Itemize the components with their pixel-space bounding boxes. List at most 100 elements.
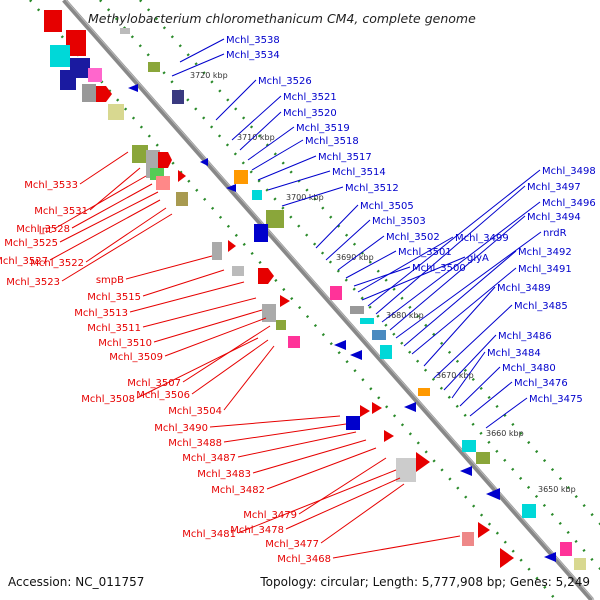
gene-label: Mchl_3523 <box>6 277 60 288</box>
gene-feature <box>262 304 276 322</box>
gene-feature <box>476 452 490 464</box>
gene-label: Mchl_3476 <box>514 378 568 389</box>
gene-label: Mchl_3531 <box>34 206 88 217</box>
gene-feature <box>172 90 184 104</box>
gene-label: smpB <box>96 275 124 286</box>
gene-label: Mchl_3518 <box>305 136 359 147</box>
gene-feature <box>88 68 102 82</box>
gene-feature <box>372 330 386 340</box>
gene-label: Mchl_3507 <box>127 378 181 389</box>
gene-label: Mchl_3519 <box>296 123 350 134</box>
gene-feature <box>280 295 290 307</box>
gene-label: Mchl_3468 <box>277 554 331 565</box>
label-leader-line <box>345 250 397 279</box>
label-leader-line <box>61 213 173 282</box>
label-leader-line <box>325 219 371 261</box>
gene-feature <box>60 70 76 90</box>
label-leader-line <box>485 397 528 429</box>
gene-feature <box>574 558 586 570</box>
label-leader-line <box>459 366 501 407</box>
gene-feature <box>44 10 62 32</box>
label-leader-line <box>164 317 267 357</box>
scale-label: 3650 kbp <box>538 485 576 494</box>
scale-label: 3710 kbp <box>237 133 275 142</box>
label-leader-line <box>129 281 245 313</box>
label-leader-line <box>381 201 541 323</box>
gene-label: Mchl_3514 <box>332 167 386 178</box>
label-leader-line <box>285 477 401 530</box>
label-leader-line <box>433 304 513 379</box>
gene-label: Mchl_3489 <box>497 283 551 294</box>
gene-label: Mchl_3479 <box>243 510 297 521</box>
label-leader-line <box>252 439 367 474</box>
label-leader-line <box>247 126 295 161</box>
label-leader-line <box>451 351 486 399</box>
label-leader-line <box>353 266 411 287</box>
gene-label: Mchl_3513 <box>74 308 128 319</box>
reverse-genes <box>120 28 586 570</box>
gene-label: Mchl_3508 <box>81 394 135 405</box>
gene-feature <box>478 522 490 538</box>
gene-label: Mchl_3491 <box>518 264 572 275</box>
gene-feature <box>522 504 536 518</box>
gene-feature <box>82 84 96 102</box>
gene-label: Mchl_3492 <box>518 247 572 258</box>
gene-feature <box>404 402 416 412</box>
gene-label: Mchl_3505 <box>360 201 414 212</box>
gene-label: Mchl_3510 <box>98 338 152 349</box>
gene-label: Mchl_3509 <box>109 352 163 363</box>
label-leader-line <box>142 297 257 328</box>
gene-feature <box>178 170 186 182</box>
gene-label: Mchl_3520 <box>283 108 337 119</box>
label-leader-line <box>231 95 282 141</box>
gene-feature <box>232 266 244 276</box>
gene-feature <box>276 320 286 330</box>
gene-label: Mchl_3522 <box>30 258 84 269</box>
gene-feature <box>288 336 300 348</box>
gene-feature <box>416 452 430 472</box>
gene-label: Mchl_3484 <box>487 348 541 359</box>
gene-label: Mchl_3497 <box>527 182 581 193</box>
label-leader-line <box>332 535 461 559</box>
gene-label: Mchl_3478 <box>230 525 284 536</box>
gene-label: Mchl_3501 <box>398 247 452 258</box>
gene-feature <box>156 176 170 190</box>
label-leader-line <box>403 250 517 347</box>
label-leader-line <box>223 423 347 443</box>
label-leader-line <box>191 339 269 395</box>
label-leader-line <box>209 415 341 428</box>
label-leader-line <box>136 337 259 399</box>
gene-label: Mchl_3506 <box>136 390 190 401</box>
gene-label: Mchl_3517 <box>318 152 372 163</box>
label-leader-line <box>153 309 263 343</box>
gene-label: Mchl_3498 <box>542 166 596 177</box>
gene-label: Int <box>39 225 52 236</box>
forward-genes <box>44 10 514 568</box>
gene-label: Mchl_3504 <box>168 406 222 417</box>
label-leader-line <box>257 155 317 181</box>
label-leader-line <box>389 215 526 331</box>
gene-feature <box>120 28 130 34</box>
gene-feature <box>334 340 346 350</box>
gene-feature <box>108 104 124 120</box>
gene-label: Mchl_3477 <box>265 539 319 550</box>
gene-label: Mchl_3487 <box>182 453 236 464</box>
gene-feature <box>50 45 70 67</box>
label-leader-line <box>298 457 387 515</box>
gene-label: Mchl_3482 <box>211 485 265 496</box>
gene-feature <box>200 158 208 166</box>
gene-label: Mchl_3515 <box>87 292 141 303</box>
label-leader-line <box>53 175 147 230</box>
scale-label: 3700 kbp <box>286 193 324 202</box>
gene-label: Mchl_3503 <box>372 216 426 227</box>
gene-feature <box>384 430 394 442</box>
gene-feature <box>96 86 112 102</box>
gene-label: Mchl_3486 <box>498 331 552 342</box>
gene-label: Mchl_3502 <box>386 232 440 243</box>
label-leader-line <box>443 334 497 391</box>
gene-label: glyA <box>467 253 489 264</box>
gene-feature <box>252 190 262 200</box>
gene-feature <box>346 416 360 430</box>
label-leader-line <box>367 169 541 307</box>
